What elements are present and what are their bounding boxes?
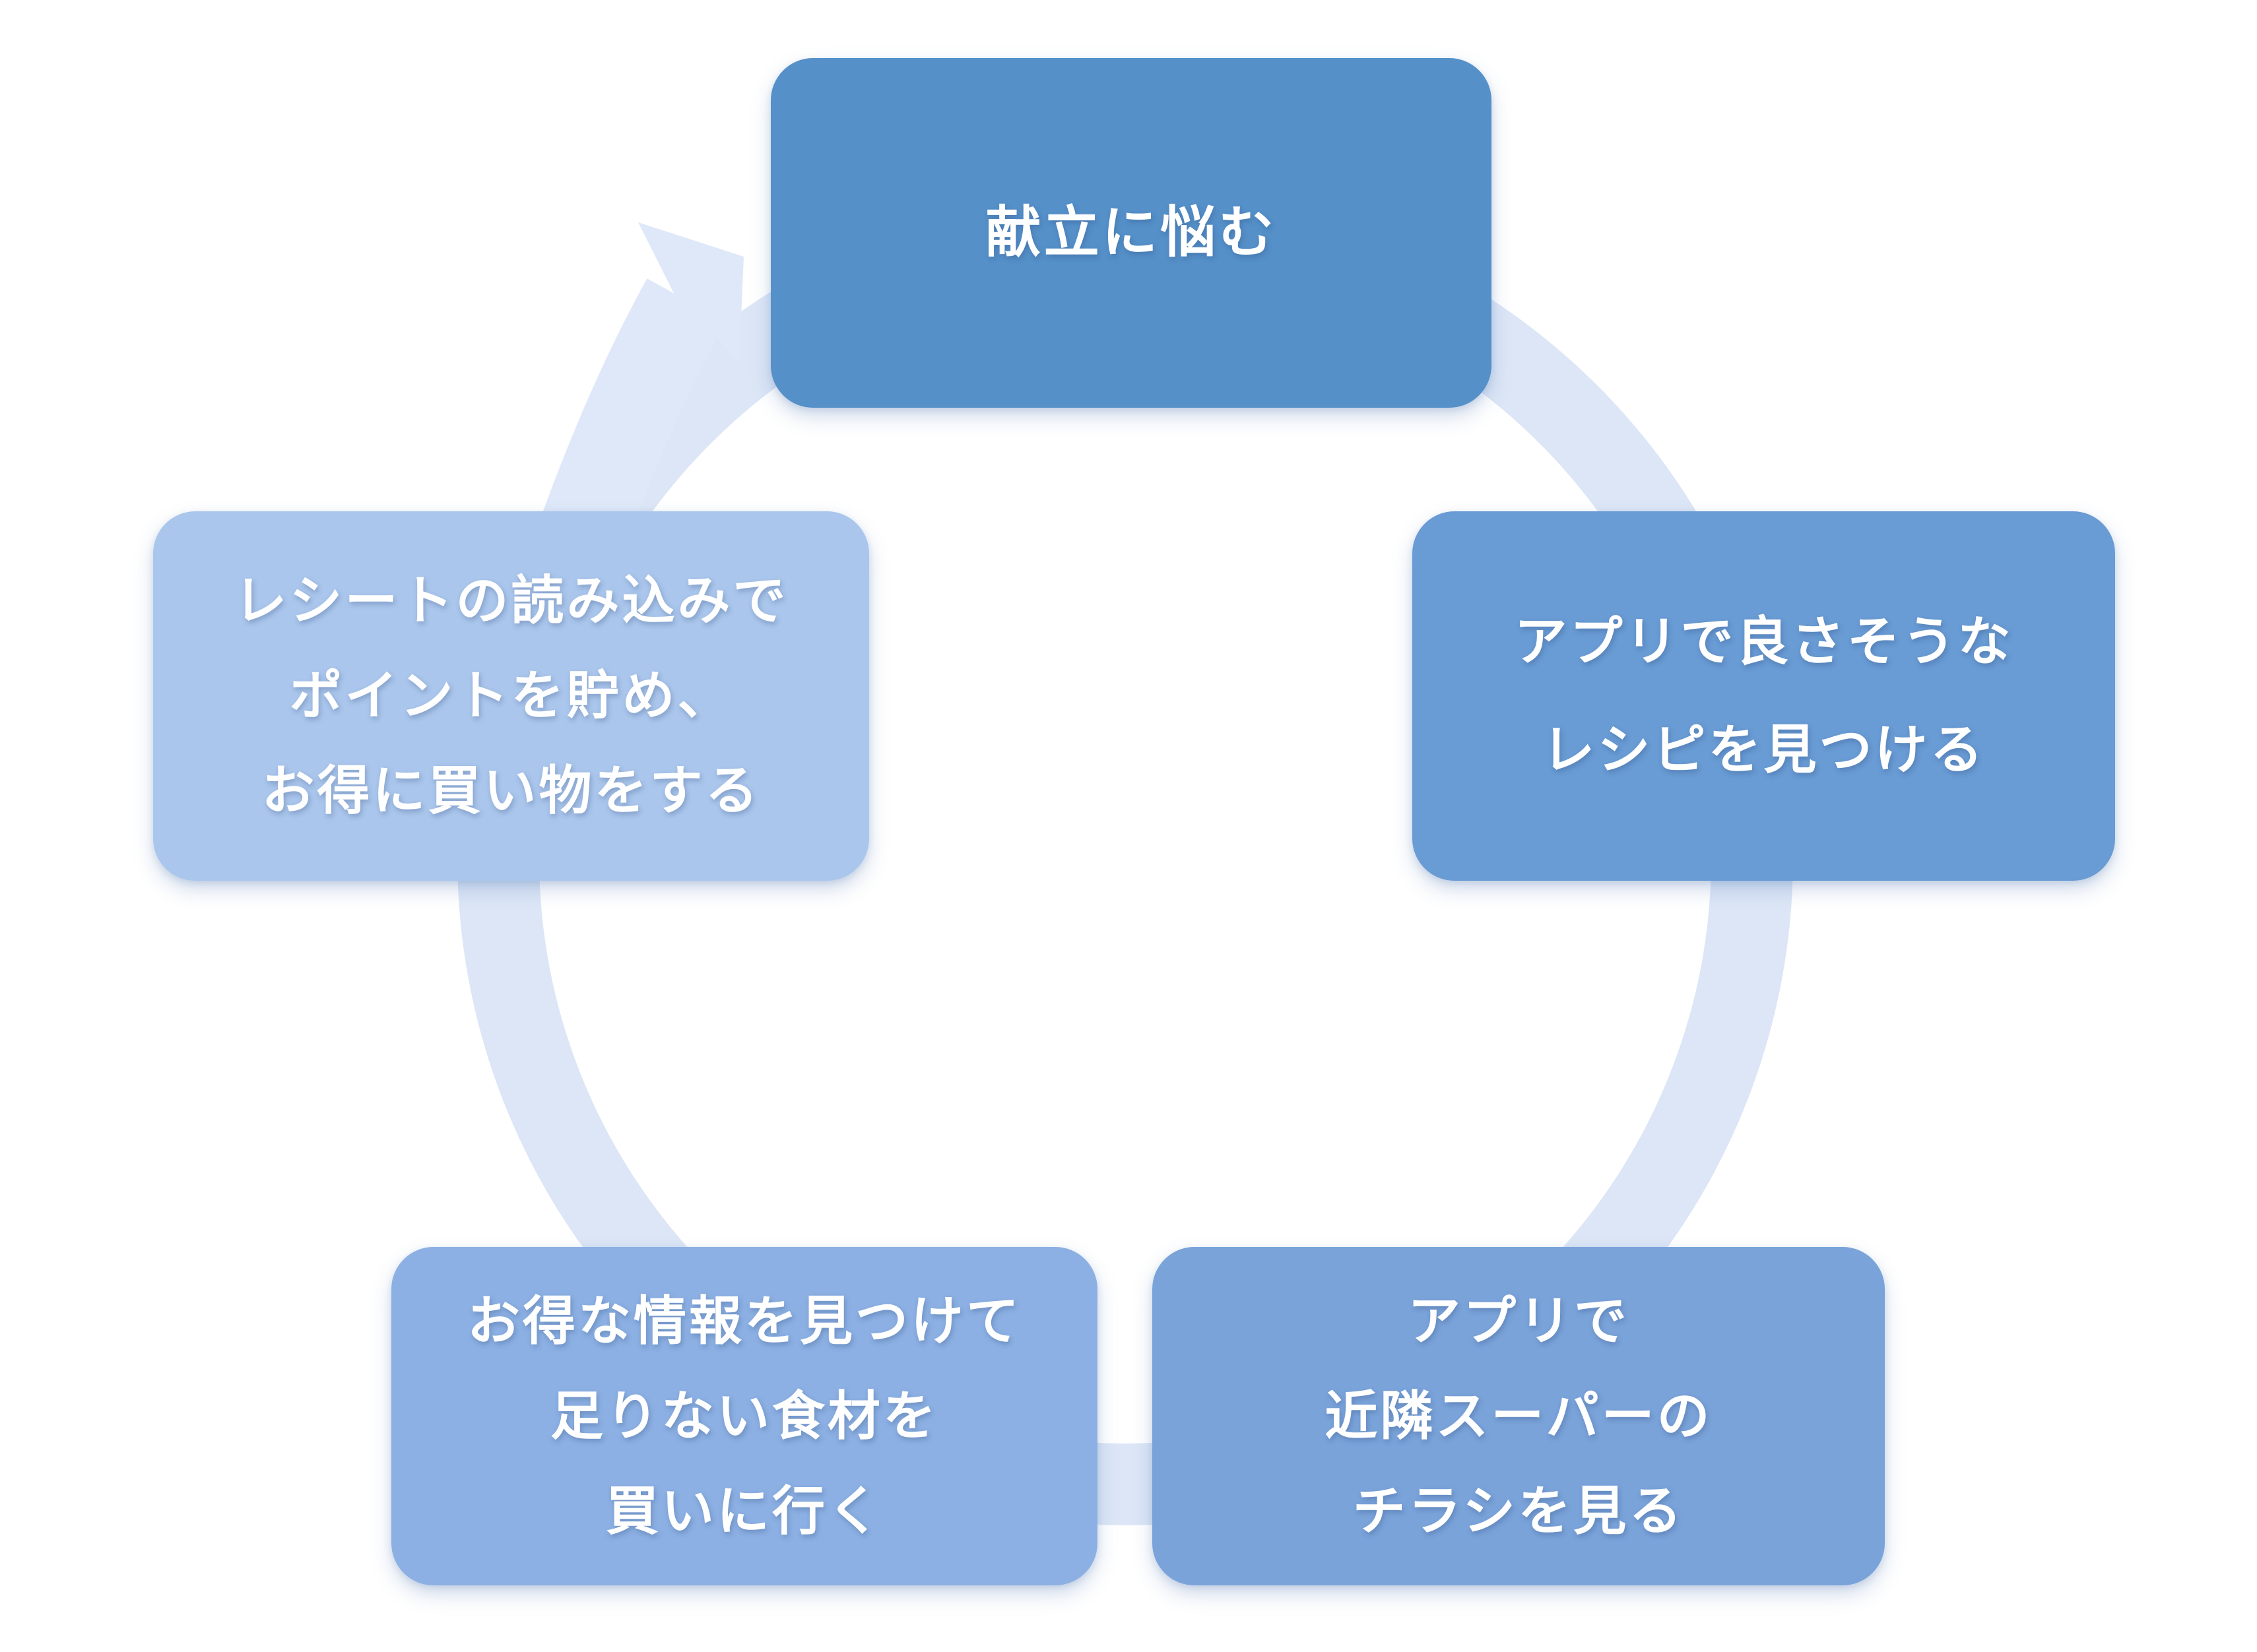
- step-label-line: レシピを見つける: [1542, 719, 1986, 780]
- cycle-step-earn-points: レシートの読み込みで ポイントを貯め、 お得に買い物をする: [153, 511, 869, 881]
- step-label-line: 近隣スーパーの: [1325, 1385, 1713, 1447]
- cycle-step-buy-missing: お得な情報を見つけて 足りない食材を 買いに行く: [391, 1247, 1097, 1585]
- step-label-line: レシートの読み込みで: [234, 570, 789, 631]
- step-label-line: チラシを見る: [1352, 1480, 1685, 1542]
- step-label-line: 足りない食材を: [550, 1385, 938, 1447]
- step-label-line: お得な情報を見つけて: [467, 1290, 1022, 1352]
- step-label-line: 買いに行く: [606, 1480, 883, 1542]
- cycle-step-menu-worry: 献立に悩む: [771, 58, 1491, 408]
- step-label-line: アプリで: [1408, 1290, 1629, 1352]
- step-label-line: 献立に悩む: [985, 200, 1277, 265]
- step-label-line: アプリで良さそうな: [1514, 611, 2013, 672]
- step-label-line: ポイントを貯め、: [289, 665, 733, 726]
- step-label-line: お得に買い物をする: [261, 760, 761, 821]
- cycle-step-view-flyers: アプリで 近隣スーパーの チラシを見る: [1152, 1247, 1885, 1585]
- cycle-step-find-recipe: アプリで良さそうな レシピを見つける: [1412, 511, 2115, 881]
- arrow-head-icon: [638, 222, 744, 363]
